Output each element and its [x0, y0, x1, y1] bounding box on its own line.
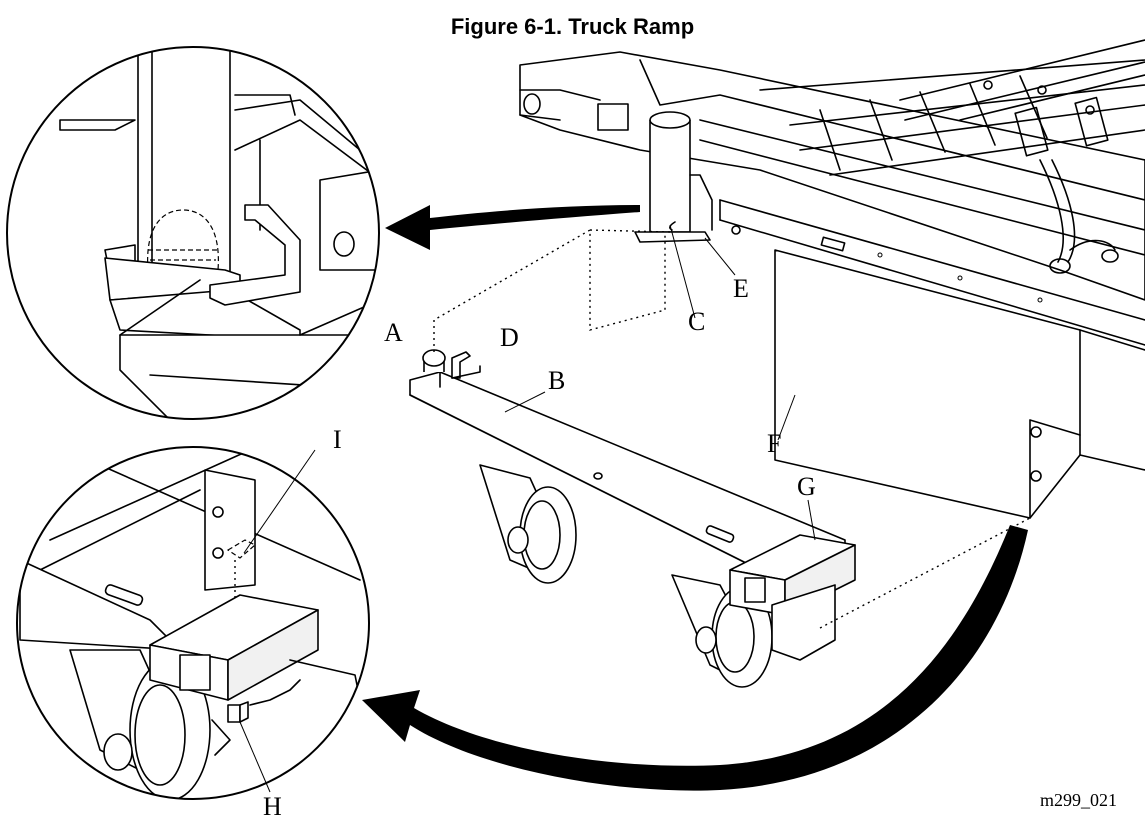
arrow-lower	[362, 525, 1028, 791]
arrow-upper	[385, 205, 640, 250]
callout-B: B	[548, 366, 565, 395]
truck-ramp	[409, 349, 856, 688]
figure-title: Figure 6-1. Truck Ramp	[450, 14, 695, 39]
detail-lower-view	[16, 446, 370, 800]
callout-G: G	[797, 472, 816, 501]
leader-lines	[239, 224, 816, 793]
callout-F: F	[767, 429, 781, 458]
callout-H: H	[263, 792, 282, 820]
alignment-lines	[433, 228, 1031, 629]
socket-tube	[634, 111, 713, 243]
detail-arrows	[362, 205, 1028, 791]
callout-D: D	[500, 323, 519, 352]
callout-I: I	[333, 425, 342, 454]
callout-A: A	[384, 318, 403, 347]
callout-C: C	[688, 307, 705, 336]
figure-code: m299_021	[1040, 790, 1117, 810]
detail-upper-view	[6, 46, 380, 420]
callout-E: E	[733, 274, 749, 303]
